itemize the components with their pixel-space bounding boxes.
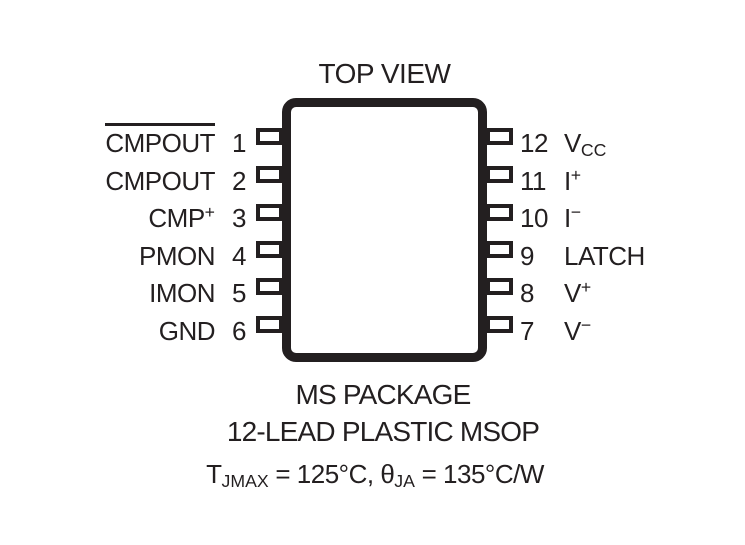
pin-stub-9 [486, 241, 513, 258]
diagram-title: TOP VIEW [318, 58, 451, 89]
pin-stub-8 [486, 278, 513, 295]
pin-row-11: 11 I+ [520, 159, 581, 196]
pin-5-label: IMON [149, 277, 215, 308]
pin-row-10: 10 I− [520, 196, 581, 233]
theta-value: = 135°C/W [414, 459, 545, 489]
tjmax-symbol: T [206, 459, 222, 489]
pin-row-2: CMPOUT 2 [105, 159, 246, 196]
tjmax-subscript: JMAX [221, 470, 269, 491]
pin-stub-11 [486, 166, 513, 183]
pin-2-number: 2 [232, 165, 246, 196]
tjmax-value: = 125°C, [268, 459, 381, 489]
pin-7-number: 7 [520, 315, 534, 346]
pin-row-9: 9 LATCH [520, 234, 645, 271]
pin-6-label: GND [158, 315, 216, 346]
pin-7-label: V− [564, 315, 592, 346]
pin-row-6: GND 6 [159, 309, 247, 346]
pin-stub-2 [256, 166, 283, 183]
pin-3-number: 3 [232, 202, 246, 233]
pin-10-number: 10 [520, 202, 548, 233]
pin-stub-6 [256, 316, 283, 333]
theta-subscript: JA [394, 470, 415, 491]
pin-5-number: 5 [232, 277, 246, 308]
package-name: MS PACKAGE [295, 379, 471, 410]
pin-1-label: CMPOUT [105, 122, 215, 158]
pin-stub-10 [486, 204, 513, 221]
package-caption: MS PACKAGE 12-LEAD PLASTIC MSOP [133, 376, 633, 450]
pin-1-number: 1 [232, 127, 246, 158]
pin-stub-3 [256, 204, 283, 221]
pin-row-5: IMON 5 [149, 271, 246, 308]
package-body [282, 98, 487, 362]
pin-11-number: 11 [520, 165, 547, 196]
pin-3-label: CMP+ [148, 202, 215, 233]
pin-stub-1 [256, 128, 283, 145]
pin-row-3: CMP+ 3 [148, 196, 246, 233]
pin-4-number: 4 [232, 240, 246, 271]
package-description: 12-LEAD PLASTIC MSOP [226, 416, 540, 447]
pin-12-label: VCC [564, 127, 607, 160]
pin-row-12: 12 VCC [520, 121, 606, 160]
pin-9-number: 9 [520, 240, 534, 271]
theta-symbol: θ [380, 459, 395, 489]
pin-9-label: LATCH [564, 240, 645, 271]
pin-6-number: 6 [232, 315, 246, 346]
thermal-note: TJMAX = 125°C, θJA = 135°C/W [0, 459, 745, 496]
pin-10-label: I− [564, 202, 582, 233]
pin-stub-5 [256, 278, 283, 295]
pin-stub-12 [486, 128, 513, 145]
pin-12-number: 12 [520, 127, 548, 158]
pin-row-1: CMPOUT 1 [105, 121, 247, 158]
pin-stub-4 [256, 241, 283, 258]
pin-row-4: PMON 4 [139, 234, 247, 271]
pin-stub-7 [486, 316, 513, 333]
pin-row-8: 8 V+ [520, 271, 591, 308]
pin-8-number: 8 [520, 277, 534, 308]
pin-11-label: I+ [564, 165, 582, 196]
pin-4-label: PMON [139, 240, 216, 271]
pin-row-7: 7 V− [520, 309, 591, 346]
pin-8-label: V+ [564, 277, 592, 308]
pin-2-label: CMPOUT [105, 165, 215, 196]
